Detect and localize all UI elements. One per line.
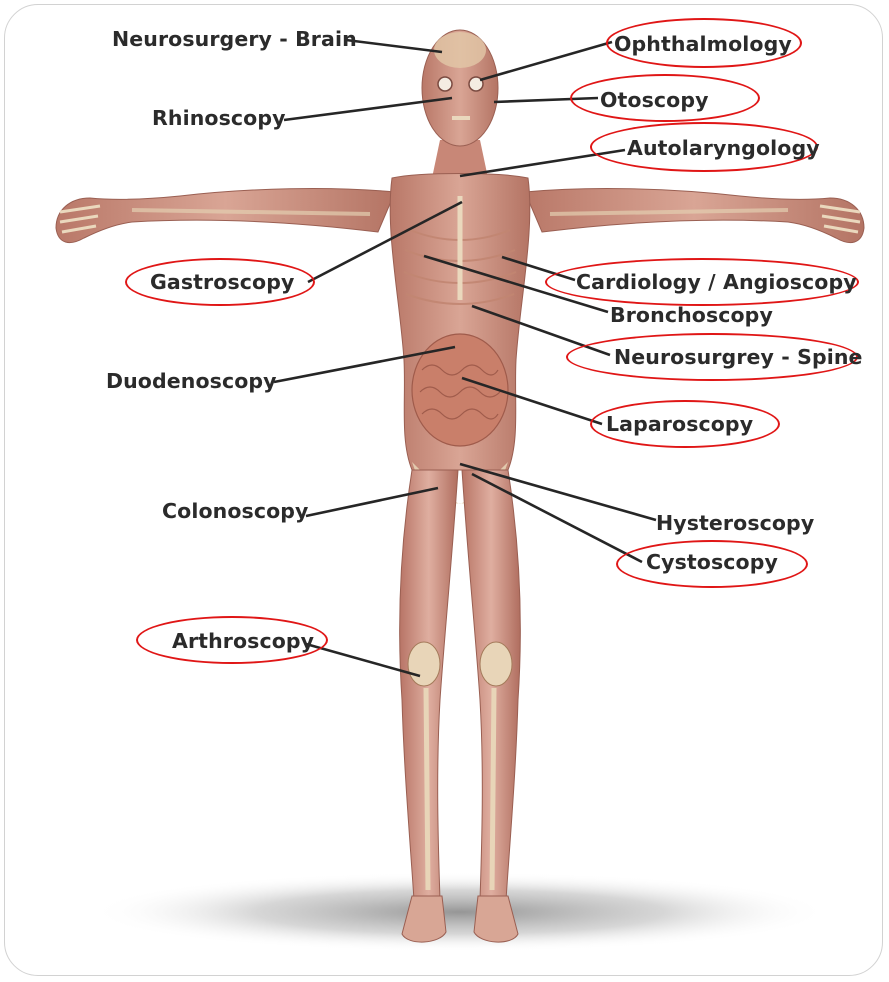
left-knee xyxy=(408,642,440,686)
label-neurosurgery-brain: Neurosurgery - Brain xyxy=(112,27,357,51)
label-ophthalmology: Ophthalmology xyxy=(614,32,792,56)
label-cardiology-angioscopy: Cardiology / Angioscopy xyxy=(576,270,857,294)
label-laparoscopy: Laparoscopy xyxy=(606,412,753,436)
label-hysteroscopy: Hysteroscopy xyxy=(656,511,814,535)
floor-shadow xyxy=(90,872,830,952)
leader-ophthalmology xyxy=(480,42,612,80)
label-neurosurgery-spine: Neurosurgrey - Spine xyxy=(614,345,863,369)
label-rhinoscopy: Rhinoscopy xyxy=(152,106,286,130)
label-gastroscopy: Gastroscopy xyxy=(150,270,294,294)
label-otoscopy: Otoscopy xyxy=(600,88,709,112)
left-eye xyxy=(438,77,452,91)
label-cystoscopy: Cystoscopy xyxy=(646,550,778,574)
label-duodenoscopy: Duodenoscopy xyxy=(106,369,277,393)
right-knee xyxy=(480,642,512,686)
label-bronchoscopy: Bronchoscopy xyxy=(610,303,773,327)
label-colonoscopy: Colonoscopy xyxy=(162,499,309,523)
label-arthroscopy: Arthroscopy xyxy=(172,629,314,653)
label-autolaryngology: Autolaryngology xyxy=(627,136,820,160)
leader-neurosurgery-brain xyxy=(346,40,442,52)
